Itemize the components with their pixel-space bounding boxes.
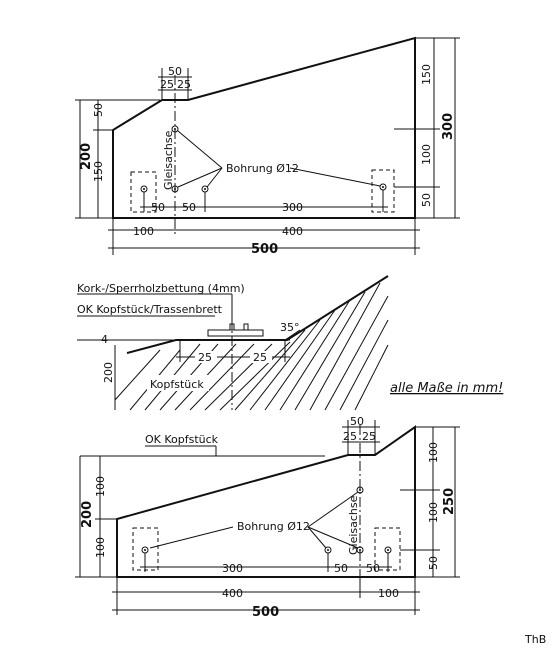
top-dim-right bbox=[394, 37, 460, 219]
top-dim-top bbox=[158, 68, 192, 100]
top-dim-100: 100 bbox=[133, 225, 154, 238]
bottom-ok-label: OK Kopfstück bbox=[145, 433, 219, 446]
top-dim-300: 300 bbox=[441, 113, 456, 140]
dim-4: 4 bbox=[101, 333, 108, 346]
bottom-dim-50-b2: 50 bbox=[366, 562, 380, 575]
top-dim-150-right: 150 bbox=[420, 64, 433, 85]
top-bohrung-label: Bohrung Ø12 bbox=[226, 162, 299, 175]
top-dim-25a: 25 bbox=[160, 78, 174, 91]
bottom-dim-100-left2: 100 bbox=[94, 537, 107, 558]
top-dim-inner-bottom bbox=[140, 190, 388, 212]
bottom-dim-inner bbox=[140, 553, 392, 572]
top-dim-100-right: 100 bbox=[420, 144, 433, 165]
bottom-dim-100-right2: 100 bbox=[427, 502, 440, 523]
bottom-dim-400-100 bbox=[112, 577, 420, 615]
top-dim-50-b2: 50 bbox=[182, 201, 196, 214]
top-gleisachse-label: Gleisachse bbox=[162, 130, 175, 190]
bottom-dim-400: 400 bbox=[222, 587, 243, 600]
kork-label: Kork-/Sperrholzbettung (4mm) bbox=[77, 282, 245, 295]
top-bohrung-leaders bbox=[177, 130, 381, 188]
top-dim-50-left: 50 bbox=[92, 103, 105, 117]
signature: ThB bbox=[524, 633, 546, 646]
bottom-dim-100-left: 100 bbox=[94, 476, 107, 497]
top-dim-100-400 bbox=[108, 218, 420, 255]
top-view: Bohrung Ø12 Gleisachse 50 25 25 50 150 2… bbox=[75, 36, 460, 257]
hatching bbox=[114, 282, 389, 411]
top-dashed-box-right bbox=[371, 169, 395, 213]
kopfstueck-label: Kopfstück bbox=[150, 378, 204, 391]
bottom-dim-50-top: 50 bbox=[350, 415, 364, 428]
bottom-dim-50-right: 50 bbox=[427, 556, 440, 570]
top-dim-50-b1: 50 bbox=[151, 201, 165, 214]
bottom-dim-250: 250 bbox=[442, 488, 457, 515]
bottom-dim-500: 500 bbox=[252, 605, 279, 620]
bottom-bohrung-label: Bohrung Ø12 bbox=[237, 520, 310, 533]
bottom-view: OK Kopfstück Bohrung Ø12 Gleisachse bbox=[75, 415, 460, 620]
top-holes bbox=[140, 125, 387, 193]
bottom-gleisachse-label: Gleisachse bbox=[347, 495, 360, 555]
top-outline bbox=[112, 36, 416, 219]
top-dim-50: 50 bbox=[168, 65, 182, 78]
bottom-dim-200: 200 bbox=[80, 501, 95, 528]
bottom-dim-100: 100 bbox=[378, 587, 399, 600]
ok-label: OK Kopfstück/Trassenbrett bbox=[77, 303, 223, 316]
rail bbox=[229, 323, 249, 330]
bottom-dim-left bbox=[75, 456, 117, 578]
angle-35: 35° bbox=[280, 321, 300, 334]
top-dim-400: 400 bbox=[282, 225, 303, 238]
top-dim-50-right: 50 bbox=[420, 193, 433, 207]
top-dim-150-left: 150 bbox=[92, 161, 105, 182]
bedding bbox=[207, 329, 264, 337]
bottom-outline bbox=[116, 425, 416, 578]
bottom-dim-top bbox=[342, 420, 380, 455]
bottom-dim-right bbox=[400, 426, 460, 578]
middle-section: Kork-/Sperrholzbettung (4mm) OK Kopfstüc… bbox=[77, 275, 503, 411]
top-dim-200: 200 bbox=[79, 143, 94, 170]
top-dim-300-b: 300 bbox=[282, 201, 303, 214]
bottom-dim-300-b: 300 bbox=[222, 562, 243, 575]
bottom-dim-25b: 25 bbox=[362, 430, 376, 443]
bottom-dim-25a: 25 bbox=[343, 430, 357, 443]
top-dim-25b: 25 bbox=[177, 78, 191, 91]
note-alle-masse: alle Maße in mm! bbox=[390, 381, 503, 396]
top-dim-500: 500 bbox=[251, 242, 278, 257]
middle-dim-200: 200 bbox=[102, 362, 115, 383]
bottom-dim-50-b1: 50 bbox=[334, 562, 348, 575]
bottom-dim-100-right: 100 bbox=[427, 442, 440, 463]
middle-dim-25a: 25 bbox=[198, 351, 212, 364]
middle-dim-25b: 25 bbox=[253, 351, 267, 364]
bottom-bohrung-leaders bbox=[149, 491, 359, 549]
top-dim-left bbox=[75, 99, 160, 219]
